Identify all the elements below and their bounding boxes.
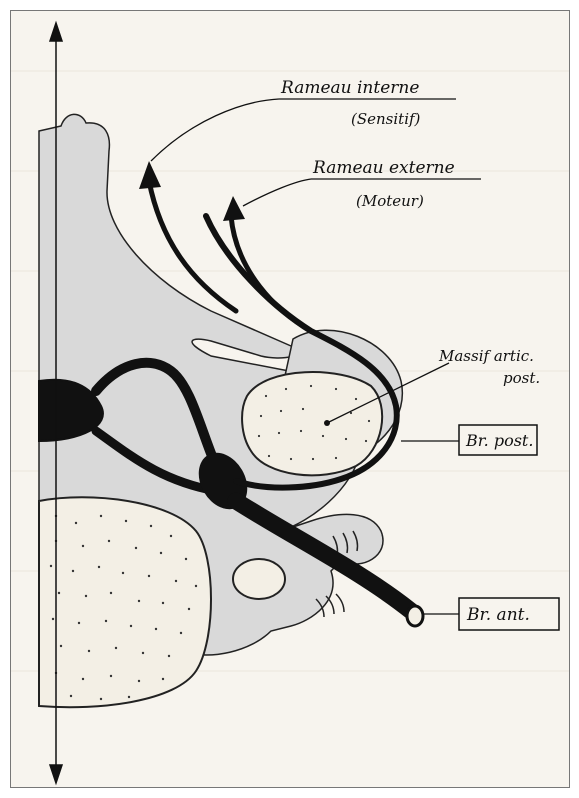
arrow-external	[223, 196, 245, 221]
label-sensitif: (Sensitif)	[351, 110, 421, 128]
arrow-internal	[139, 161, 161, 189]
label-br-ant: Br. ant.	[466, 605, 530, 625]
anatomy-diagram: Rameau interne (Sensitif) Rameau externe…	[11, 11, 569, 787]
label-rameau-interne: Rameau interne	[280, 78, 419, 98]
label-br-post: Br. post.	[465, 431, 533, 450]
anterior-branch-end	[407, 606, 423, 626]
articular-mass	[242, 372, 382, 475]
diagram-frame: Rameau interne (Sensitif) Rameau externe…	[10, 10, 570, 788]
label-rameau-externe: Rameau externe	[312, 158, 455, 178]
label-massif-1: Massif artic.	[438, 347, 534, 365]
label-massif-2: post.	[503, 369, 540, 387]
vertebral-body	[39, 497, 211, 707]
foramen	[233, 559, 285, 599]
label-moteur: (Moteur)	[356, 192, 424, 210]
